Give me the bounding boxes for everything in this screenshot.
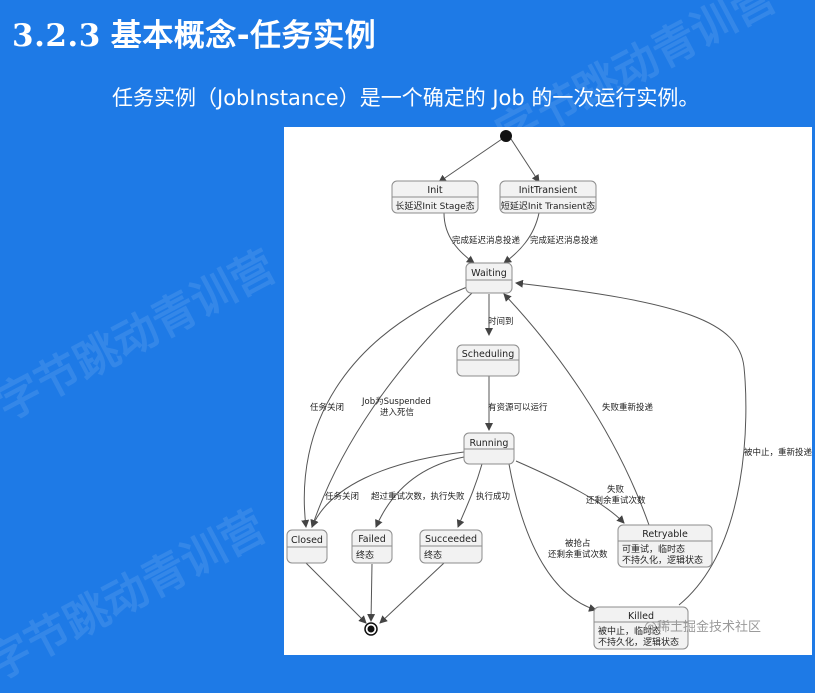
state-killed-name: Killed (628, 611, 654, 622)
arrow-retry-waiting (503, 293, 650, 526)
state-killed-desc-2: 不持久化，逻辑状态 (598, 636, 679, 648)
label-suspended-1: Job为Suspended (361, 396, 431, 407)
arrow-succeeded-end (379, 562, 445, 624)
state-init-transient-desc: 短延迟Init Transient态 (501, 200, 595, 212)
start-node (500, 130, 512, 142)
state-diagram-svg: Init 长延迟Init Stage态 InitTransient 短延迟Ini… (286, 130, 813, 650)
state-retryable-desc-1: 可重试，临时态 (622, 543, 685, 555)
arrow-start-transient (510, 138, 540, 183)
label-running-killed-2: 还剩余重试次数 (548, 549, 608, 560)
end-node (364, 622, 378, 636)
state-init-name: Init (427, 185, 442, 196)
label-suspended-2: 进入死信 (380, 407, 415, 418)
state-succeeded-name: Succeeded (425, 534, 477, 545)
state-failed-desc: 终态 (356, 549, 374, 561)
label-scheduling-running: 有资源可以运行 (488, 402, 548, 413)
arrow-running-closed (311, 451, 465, 528)
state-failed-name: Failed (358, 534, 386, 545)
state-running-name: Running (470, 438, 509, 449)
label-retry-waiting: 失败重新投递 (602, 402, 654, 413)
arrow-init-waiting (443, 212, 475, 264)
label-running-succeeded: 执行成功 (476, 491, 510, 502)
arrow-closed-end (305, 562, 367, 624)
label-init-waiting: 完成延迟消息投递 (452, 235, 521, 246)
state-killed-desc-1: 被中止，临时态 (598, 625, 661, 637)
label-killed-waiting: 被中止，重新投递 (744, 447, 812, 458)
end-node-core (367, 625, 375, 633)
state-waiting-name: Waiting (471, 268, 507, 279)
label-running-retry-1: 失败 (607, 484, 625, 495)
arrow-suspended-closed (310, 292, 473, 528)
watermark-text: 字节跳动青训营 (0, 501, 275, 691)
label-waiting-closed: 任务关闭 (310, 402, 344, 413)
state-retryable-name: Retryable (642, 529, 688, 540)
state-scheduling-name: Scheduling (462, 349, 515, 360)
arrow-transient-waiting (503, 212, 540, 264)
arrow-running-killed (508, 463, 597, 612)
slide-subtitle: 任务实例（JobInstance）是一个确定的 Job 的一次运行实例。 (112, 86, 700, 110)
state-retryable (617, 524, 713, 568)
label-running-failed: 超过重试次数，执行失败 (371, 491, 465, 502)
state-init-transient-name: InitTransient (519, 185, 578, 196)
arrow-waiting-closed (301, 286, 468, 528)
arrow-running-failed (375, 456, 465, 528)
state-init-desc: 长延迟Init Stage态 (395, 200, 474, 212)
transition-arrows (301, 138, 747, 624)
state-retryable-desc-2: 不持久化，逻辑状态 (622, 554, 703, 566)
arrow-running-retryable (515, 460, 625, 524)
state-succeeded-desc: 终态 (424, 549, 442, 561)
section-number: 3.2.3 (12, 18, 101, 54)
title-text: 基本概念-任务实例 (110, 18, 377, 54)
state-diagram: Init 长延迟Init Stage态 InitTransient 短延迟Ini… (284, 127, 813, 655)
label-running-killed-1: 被抢占 (565, 538, 591, 549)
watermark-text: 字节跳动青训营 (0, 241, 285, 431)
arrow-killed-waiting (515, 279, 747, 606)
label-transient-waiting: 完成延迟消息投递 (530, 235, 599, 246)
arrow-start-init (438, 138, 503, 183)
label-running-retry-2: 还剩余重试次数 (586, 495, 646, 506)
juejin-watermark: @稀土掘金技术社区 (644, 619, 761, 635)
state-closed-name: Closed (291, 535, 323, 546)
state-waiting (465, 262, 513, 294)
label-waiting-scheduling: 时间到 (488, 316, 514, 327)
label-running-closed: 任务关闭 (325, 491, 359, 502)
arrow-failed-end (367, 563, 376, 622)
arrow-running-succeeded (456, 463, 483, 528)
state-killed (593, 606, 689, 650)
